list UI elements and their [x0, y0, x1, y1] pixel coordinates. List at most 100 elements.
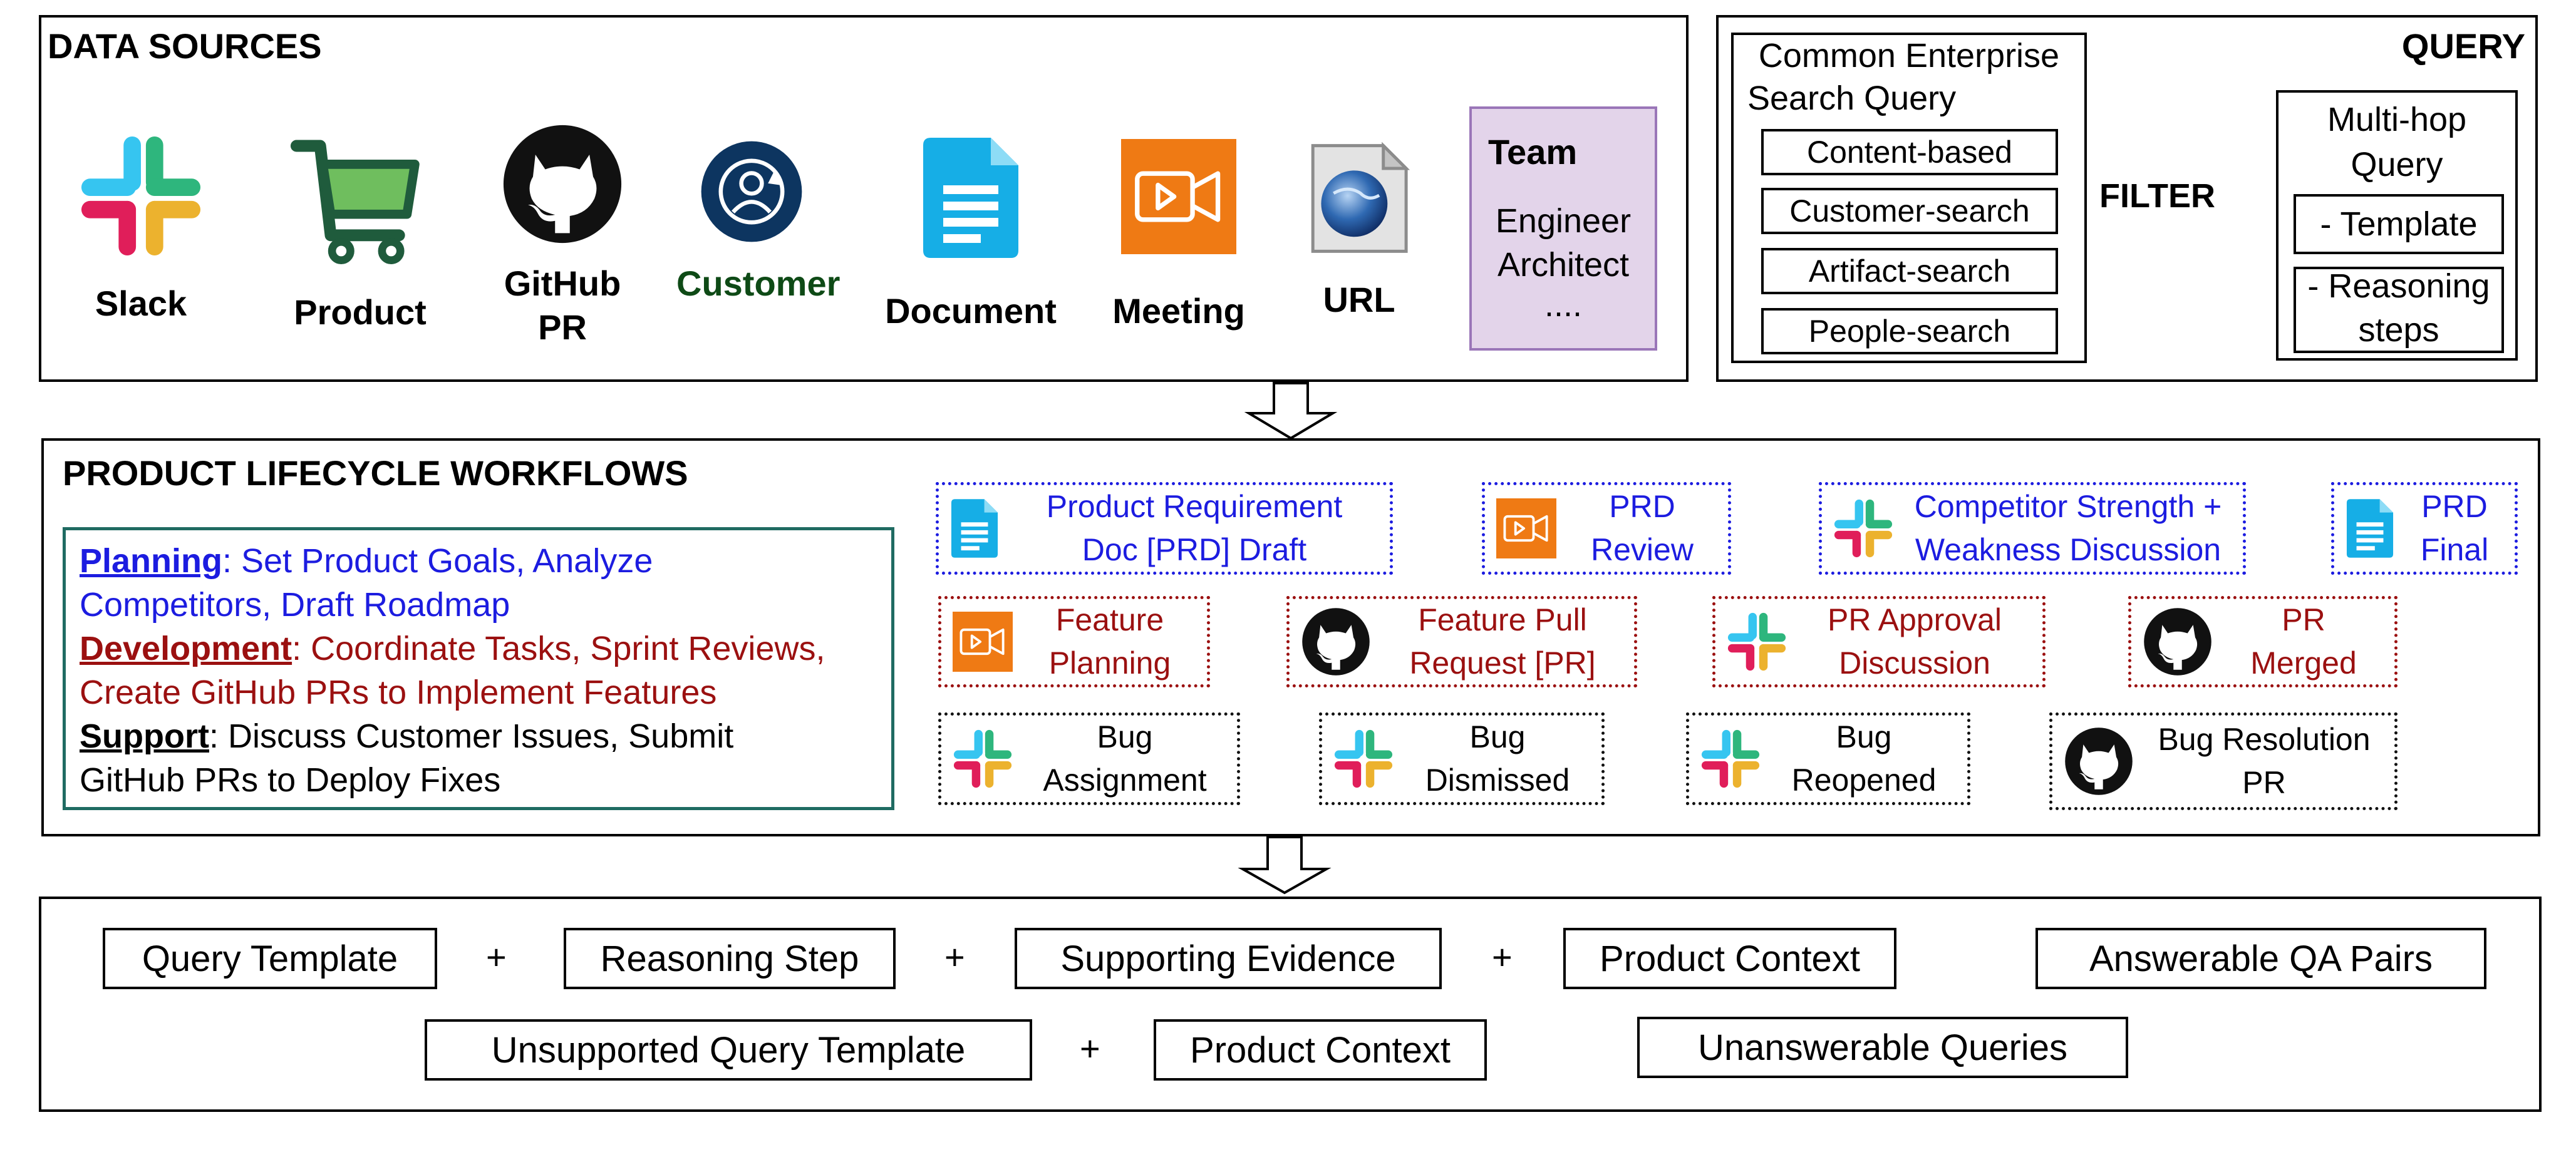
query-title: QUERY	[2401, 26, 2525, 66]
prd-review-line1: PRD	[1609, 489, 1675, 524]
feature-pr-line2: Request [PR]	[1409, 645, 1596, 681]
slack-icon	[79, 134, 203, 258]
common-query-title-line1: Common Enterprise	[1758, 37, 2060, 75]
support-desc-1: : Discuss Customer Issues, Submit	[209, 717, 734, 755]
data-sources-title: DATA SOURCES	[48, 26, 322, 66]
multihop-title-line1: Multi-hop	[2327, 101, 2467, 138]
bug-resolution-line2: PR	[2242, 765, 2286, 800]
flow-arrow-down-1	[1244, 382, 1338, 440]
multihop-title-line2: Query	[2351, 146, 2443, 183]
github-icon	[501, 123, 624, 245]
document-icon	[2346, 498, 2394, 559]
supporting-evidence-box: Supporting Evidence	[1015, 928, 1442, 989]
plus-3: +	[1492, 937, 1513, 977]
data-sources-panel	[39, 15, 1689, 382]
plus-1: +	[486, 937, 507, 977]
people-search-item: People-search	[1761, 308, 2058, 354]
reasoning-step-box: Reasoning Step	[564, 928, 896, 989]
multihop-query-box	[2276, 90, 2518, 361]
prd-draft-line2: Doc [PRD] Draft	[1082, 532, 1307, 567]
pr-approval-line2: Discussion	[1839, 645, 1990, 681]
reasoning-steps-item	[2294, 267, 2504, 353]
common-query-title-line2: Search Query	[1747, 80, 1957, 117]
customer-search-item: Customer-search	[1761, 188, 2058, 234]
common-query-box	[1731, 33, 2087, 363]
support-line-1: Support: Discuss Customer Issues, Submit	[80, 714, 733, 758]
filter-label: FILTER	[2099, 177, 2215, 215]
customer-icon	[701, 141, 802, 242]
support-label: Support	[80, 717, 209, 755]
support-line-2: GitHub PRs to Deploy Fixes	[80, 761, 501, 799]
template-item: - Template	[2294, 194, 2504, 254]
plus-4: +	[1080, 1029, 1100, 1068]
prd-draft-line1: Product Requirement	[1046, 489, 1343, 524]
content-based-item: Content-based	[1761, 129, 2058, 175]
planning-label: Planning	[80, 542, 222, 580]
pr-approval-line1: PR Approval	[1828, 602, 2002, 637]
artifact-search-item: Artifact-search	[1761, 248, 2058, 294]
document-icon	[950, 498, 999, 559]
development-desc-1: : Coordinate Tasks, Sprint Reviews,	[292, 630, 825, 667]
slack-icon	[1700, 729, 1761, 789]
meeting-label: Meeting	[1112, 291, 1245, 331]
team-more: ....	[1544, 286, 1582, 324]
workflows-title: PRODUCT LIFECYCLE WORKFLOWS	[63, 453, 688, 493]
competitor-line2: Weakness Discussion	[1915, 532, 2222, 567]
development-line-2: Create GitHub PRs to Implement Features	[80, 674, 717, 711]
slack-label: Slack	[95, 284, 187, 323]
team-architect: Architect	[1497, 246, 1630, 284]
slack-icon	[1833, 498, 1893, 558]
bug-resolution-line1: Bug Resolution	[2158, 722, 2371, 757]
planning-line-2: Competitors, Draft Roadmap	[80, 586, 510, 624]
meeting-icon	[953, 612, 1013, 672]
feature-pr-line1: Feature Pull	[1418, 602, 1587, 637]
feature-planning-line1: Feature	[1055, 602, 1164, 637]
unsupported-query-template-box: Unsupported Query Template	[425, 1019, 1032, 1081]
github-icon	[1301, 607, 1371, 677]
url-label: URL	[1323, 280, 1395, 319]
development-line-1: Development: Coordinate Tasks, Sprint Re…	[80, 627, 825, 671]
feature-planning-line2: Planning	[1048, 645, 1171, 681]
reasoning-steps-line1: - Reasoning	[2307, 267, 2490, 305]
product-context-box-1: Product Context	[1563, 928, 1896, 989]
github-icon	[2064, 726, 2134, 796]
unanswerable-queries-box: Unanswerable Queries	[1637, 1017, 2128, 1078]
team-title: Team	[1488, 132, 1578, 172]
plus-2: +	[944, 937, 965, 977]
bug-assignment-line2: Assignment	[1043, 763, 1207, 798]
slack-icon	[1333, 729, 1394, 789]
slack-icon	[953, 729, 1013, 789]
globe-file-icon	[1311, 141, 1410, 253]
github-pr-label-line1: GitHub	[504, 264, 621, 303]
meeting-icon	[1121, 139, 1236, 254]
bug-dismissed-line1: Bug	[1469, 719, 1526, 754]
github-pr-label-line2: PR	[538, 307, 587, 347]
bug-reopened-line1: Bug	[1836, 719, 1892, 754]
team-box	[1469, 106, 1657, 351]
product-label: Product	[294, 292, 427, 332]
bug-reopened-line2: Reopened	[1791, 763, 1937, 798]
prd-final-line1: PRD	[2421, 489, 2488, 524]
pr-merged-line1: PR	[2282, 602, 2325, 637]
query-template-box: Query Template	[103, 928, 437, 989]
workflow-summary-box: Planning: Set Product Goals, Analyze Com…	[63, 527, 894, 810]
competitor-discussion-step: Competitor Strength + Weakness Discussion	[1819, 482, 2246, 575]
customer-label: Customer	[676, 264, 841, 303]
bug-dismissed-line2: Dismissed	[1425, 763, 1570, 798]
planning-desc-1: : Set Product Goals, Analyze	[222, 542, 653, 580]
bug-assignment-line1: Bug	[1097, 719, 1153, 754]
product-context-box-2: Product Context	[1154, 1019, 1487, 1081]
competitor-line1: Competitor Strength +	[1914, 489, 2222, 524]
slack-icon	[1727, 612, 1787, 672]
flow-arrow-down-2	[1238, 836, 1332, 895]
document-label: Document	[885, 291, 1057, 331]
